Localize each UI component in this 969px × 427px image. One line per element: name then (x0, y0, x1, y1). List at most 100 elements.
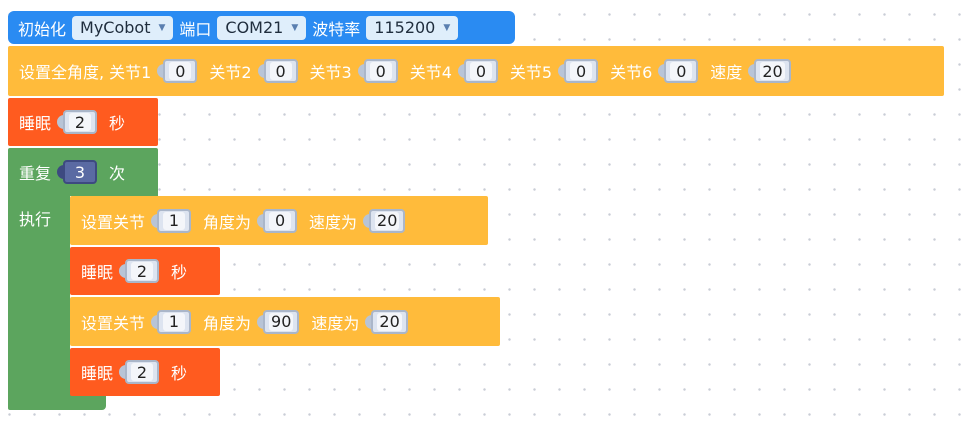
baud-dropdown[interactable]: 115200 ▼ (366, 15, 459, 40)
set-joint-label: 设置关节 (81, 212, 146, 232)
sleep-label: 睡眠 (81, 263, 114, 282)
joint1-value: 0 (169, 62, 192, 81)
joint5-label: 关节5 (509, 63, 553, 82)
angle-box: 0 (263, 208, 298, 233)
angle-value: 0 (269, 211, 292, 230)
joint-number-input[interactable]: 1 (151, 208, 192, 233)
joint6-input[interactable]: 0 (658, 59, 699, 83)
joint-number-box: 1 (157, 309, 192, 334)
speed-label: 速度 (710, 63, 743, 82)
chevron-down-icon: ▼ (158, 22, 166, 33)
baud-label: 波特率 (312, 19, 361, 39)
speed-value: 20 (760, 61, 785, 81)
joint3-input[interactable]: 0 (357, 59, 398, 83)
sleep-unit: 秒 (109, 114, 126, 133)
socket-notch (119, 264, 127, 278)
port-label: 端口 (179, 19, 212, 39)
robot-value: MyCobot (80, 18, 151, 37)
speed-box: 20 (371, 309, 408, 334)
socket-notch (257, 64, 265, 78)
socket-notch (658, 64, 666, 78)
angle-label: 角度为 (203, 313, 252, 333)
joint4-label: 关节4 (409, 63, 452, 82)
socket-notch (457, 64, 465, 78)
speed-value: 20 (377, 312, 402, 331)
repeat-count-box: 3 (63, 160, 98, 184)
set-joint-block[interactable]: 设置关节 1 角度为 90 速度为 20 (70, 297, 500, 346)
speed-input[interactable]: 20 (365, 309, 408, 334)
speed-label: 速度为 (309, 212, 358, 232)
sleep-seconds-input[interactable]: 2 (119, 259, 160, 283)
sleep-block[interactable]: 睡眠 2 秒 (70, 348, 220, 396)
repeat-do-label: 执行 (19, 210, 52, 229)
sleep-seconds-input[interactable]: 2 (57, 110, 98, 134)
angle-box: 90 (263, 309, 300, 334)
sleep-block[interactable]: 睡眠 2 秒 (70, 247, 220, 295)
socket-notch (157, 64, 165, 78)
sleep-value-box: 2 (125, 360, 160, 384)
sleep-block[interactable]: 睡眠 2 秒 (8, 98, 158, 146)
socket-notch (57, 165, 65, 179)
speed-value: 20 (375, 211, 400, 230)
socket-notch (119, 365, 127, 379)
chevron-down-icon: ▼ (291, 22, 299, 33)
socket-notch (363, 213, 371, 228)
repeat-body-arm (8, 192, 70, 392)
repeat-count-input[interactable]: 3 (57, 160, 98, 184)
repeat-times: 次 (109, 164, 126, 183)
sleep-value-box: 2 (125, 259, 160, 283)
joint-number-input[interactable]: 1 (151, 309, 192, 334)
socket-notch (57, 115, 65, 129)
joint3-value: 0 (369, 62, 392, 81)
joint-number: 1 (163, 312, 186, 331)
sleep-label: 睡眠 (81, 364, 114, 383)
joint2-value: 0 (269, 62, 292, 81)
sleep-value: 2 (131, 262, 154, 281)
joint-number-box: 1 (157, 208, 192, 233)
sleep-unit: 秒 (171, 263, 188, 282)
speed-value-box: 20 (754, 59, 791, 83)
joint2-value-box: 0 (263, 59, 298, 83)
socket-notch (357, 64, 365, 78)
chevron-down-icon: ▼ (443, 22, 451, 33)
joint4-input[interactable]: 0 (457, 59, 498, 83)
sleep-unit: 秒 (171, 364, 188, 383)
port-dropdown[interactable]: COM21 ▼ (217, 15, 307, 40)
joint3-value-box: 0 (363, 59, 398, 83)
socket-notch (257, 314, 265, 329)
joint6-value: 0 (670, 62, 693, 81)
joint6-label: 关节6 (610, 63, 653, 82)
init-block[interactable]: 初始化 MyCobot ▼ 端口 COM21 ▼ 波特率 115200 ▼ (8, 11, 515, 44)
sleep-value: 2 (69, 113, 92, 132)
set-joint-block[interactable]: 设置关节 1 角度为 0 速度为 20 (70, 196, 488, 245)
robot-dropdown[interactable]: MyCobot ▼ (72, 15, 174, 40)
baud-value: 115200 (374, 18, 436, 37)
speed-input[interactable]: 20 (748, 59, 791, 83)
sleep-seconds-input[interactable]: 2 (119, 360, 160, 384)
port-value: COM21 (225, 18, 284, 37)
socket-notch (257, 213, 265, 228)
set-all-angles-block[interactable]: 设置全角度, 关节1 0 关节2 0 关节3 0 关节4 0 关节5 0 关节6… (8, 46, 944, 96)
speed-input[interactable]: 20 (363, 208, 406, 233)
joint1-value-box: 0 (163, 59, 198, 83)
repeat-label: 重复 (19, 164, 52, 183)
joint2-input[interactable]: 0 (257, 59, 298, 83)
joint1-input[interactable]: 0 (157, 59, 198, 83)
joint5-value: 0 (570, 62, 593, 81)
angle-input[interactable]: 0 (257, 208, 298, 233)
joint2-label: 关节2 (209, 63, 252, 82)
repeat-count: 3 (69, 163, 92, 182)
sleep-value: 2 (131, 363, 154, 382)
set-all-label: 设置全角度, 关节1 (19, 63, 152, 82)
socket-notch (151, 213, 159, 228)
init-label: 初始化 (18, 19, 67, 39)
angle-input[interactable]: 90 (257, 309, 300, 334)
socket-notch (558, 64, 566, 78)
repeat-block[interactable]: 重复 3 次 (8, 148, 158, 196)
set-joint-label: 设置关节 (81, 313, 146, 333)
joint4-value: 0 (469, 62, 492, 81)
sleep-label: 睡眠 (19, 114, 52, 133)
speed-label: 速度为 (311, 313, 360, 333)
joint5-input[interactable]: 0 (558, 59, 599, 83)
joint5-value-box: 0 (564, 59, 599, 83)
